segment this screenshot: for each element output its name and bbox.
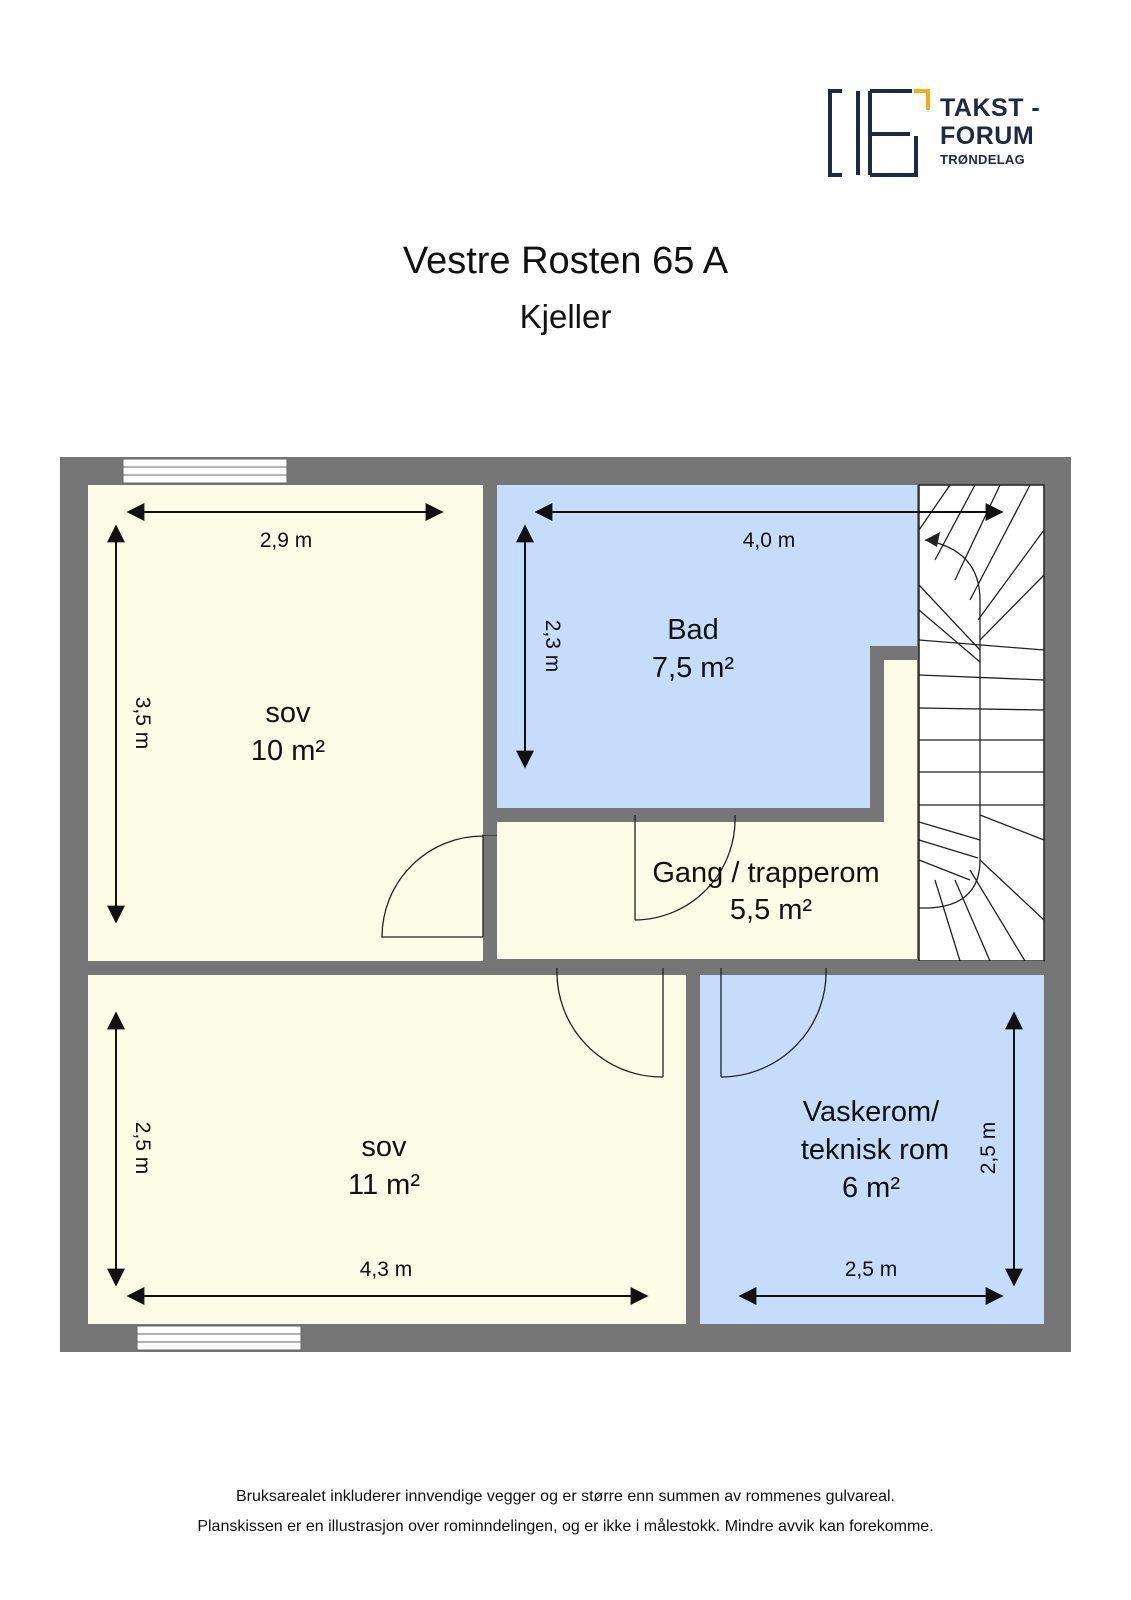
room-gang-column	[884, 660, 917, 822]
room-gang	[497, 822, 917, 959]
wall-h-sov1-sov2	[88, 961, 497, 975]
room-label-sov1-area: 10 m²	[251, 735, 325, 767]
wall-v-sov1-gang	[483, 937, 497, 961]
property-title: Vestre Rosten 65 A	[402, 240, 729, 282]
wall-h-gang-vask	[826, 961, 1044, 975]
wall-v-sov2-vask	[686, 961, 700, 1324]
window-top	[122, 458, 288, 484]
room-label-sov2-name: sov	[361, 1131, 407, 1163]
logo-line-3: TRØNDELAG	[940, 152, 1026, 167]
window-bottom	[136, 1325, 302, 1351]
dim-label-sov1-width: 2,9 m	[260, 529, 313, 552]
room-bad	[497, 485, 917, 808]
logo-wordmark: TAKST - FORUM TRØNDELAG	[940, 94, 1041, 167]
room-label-bad-area: 7,5 m²	[652, 652, 735, 684]
door-vask	[720, 967, 827, 1078]
door-bad	[634, 814, 736, 921]
footer-note-2: Planskissen er en illustrasjon over romi…	[197, 1518, 934, 1535]
logo-line-1: TAKST -	[940, 94, 1041, 122]
wall-v-sov1-bad	[483, 485, 497, 829]
floor-name: Kjeller	[519, 298, 612, 335]
room-label-sov2-area: 11 m²	[348, 1169, 420, 1201]
logo-line-2: FORUM	[940, 122, 1035, 150]
wall-v-bad-column	[870, 646, 884, 822]
room-label-vask-area: 6 m²	[842, 1172, 900, 1204]
wall-h-bad-gang-right	[735, 808, 884, 822]
room-label-vask-name-1: Vaskerom/	[803, 1096, 940, 1128]
door-sov2	[556, 967, 664, 1078]
dim-label-vask-height: 2,5 m	[977, 1122, 1000, 1175]
room-sov-2	[88, 975, 686, 1324]
dim-label-vask-width: 2,5 m	[845, 1258, 898, 1281]
room-vask	[700, 975, 1044, 1324]
room-label-bad-name: Bad	[667, 614, 719, 646]
dim-label-bad-width: 4,0 m	[743, 529, 796, 552]
room-label-gang-area: 5,5 m²	[730, 894, 813, 926]
wall-h-bad-gang-left	[497, 808, 629, 822]
takstforum-logo-icon	[828, 89, 930, 177]
staircase	[918, 484, 1045, 962]
room-sov-1	[88, 485, 483, 961]
room-label-sov1-name: sov	[265, 697, 311, 729]
room-label-vask-name-2: teknisk rom	[801, 1134, 949, 1166]
dim-label-bad-height: 2,3 m	[541, 620, 564, 673]
room-label-gang-name: Gang / trapperom	[652, 857, 879, 889]
footer-note-1: Bruksarealet inkluderer innvendige vegge…	[236, 1488, 895, 1505]
dim-label-sov2-width: 4,3 m	[360, 1258, 413, 1281]
dim-label-sov1-height: 3,5 m	[131, 697, 154, 750]
dim-label-sov2-height: 2,5 m	[131, 1122, 154, 1175]
wall-h-bad-column	[870, 646, 917, 660]
